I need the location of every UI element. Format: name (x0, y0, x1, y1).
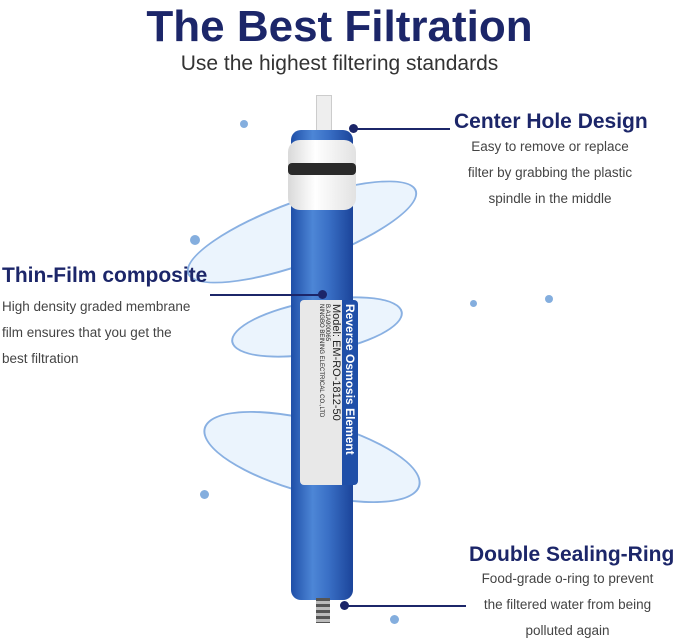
callout-line (346, 605, 466, 607)
desc-line: Food-grade o-ring to prevent (481, 571, 654, 586)
desc-line: film ensures that you get the (2, 325, 172, 340)
feature-title-thin-film: Thin-Film composite (2, 264, 208, 287)
water-drop (545, 295, 553, 303)
feature-desc-center-hole: Easy to remove or replace filter by grab… (440, 134, 660, 212)
callout-dot (340, 601, 349, 610)
water-drop (190, 235, 200, 245)
feature-desc-double-sealing: Food-grade o-ring to prevent the filtere… (460, 566, 675, 644)
label-model: Model: EM-RO-1812-50 (330, 304, 342, 421)
page-subtitle: Use the highest filtering standards (180, 52, 499, 75)
callout-dot (318, 290, 327, 299)
callout-dot (349, 124, 358, 133)
feature-title-center-hole: Center Hole Design (454, 110, 648, 133)
product-label: Reverse Osmosis Element Model: EM-RO-181… (300, 300, 358, 485)
water-drop (200, 490, 209, 499)
desc-line: spindle in the middle (488, 191, 612, 206)
feature-title-double-sealing: Double Sealing-Ring (469, 543, 675, 566)
desc-line: Easy to remove or replace (471, 139, 629, 154)
label-name: Reverse Osmosis Element (342, 300, 358, 485)
water-drop (240, 120, 248, 128)
desc-line: polluted again (525, 623, 610, 638)
filter-cap (288, 140, 356, 210)
page-title: The Best Filtration (146, 2, 533, 51)
desc-line: best filtration (2, 351, 79, 366)
desc-line: High density graded membrane (2, 299, 191, 314)
water-drop (390, 615, 399, 624)
bottom-o-ring (316, 598, 330, 623)
sealing-ring (288, 163, 356, 175)
desc-line: filter by grabbing the plastic (467, 165, 633, 180)
callout-line (210, 294, 320, 296)
label-maker: NINGBO BEINING ELECTRICAL CO.,LTD (318, 304, 324, 418)
feature-desc-thin-film: High density graded membrane film ensure… (2, 294, 190, 372)
water-drop (470, 300, 477, 307)
callout-line (355, 128, 450, 130)
desc-line: the filtered water from being (483, 597, 652, 612)
